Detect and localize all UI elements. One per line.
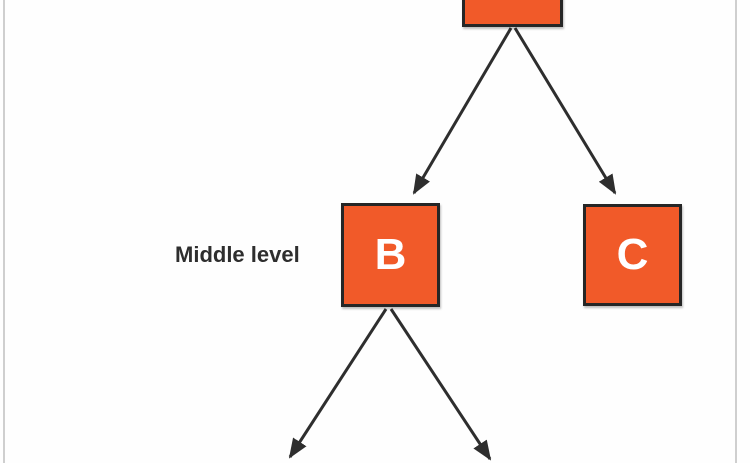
node-top: [462, 0, 563, 27]
node-b: B: [341, 203, 440, 307]
node-c-label: C: [616, 230, 649, 279]
page-frame-line-left: [3, 0, 5, 463]
page-frame-line-right: [735, 0, 737, 463]
edge-b-to-offscreen-left: [288, 308, 388, 459]
edge-top-to-c: [513, 27, 617, 195]
level-label-middle: Middle level: [175, 242, 300, 267]
edge-b-to-offscreen-right: [389, 308, 492, 461]
node-c: C: [583, 204, 682, 306]
node-b-label: B: [374, 230, 407, 279]
edge-top-to-b: [412, 27, 513, 195]
